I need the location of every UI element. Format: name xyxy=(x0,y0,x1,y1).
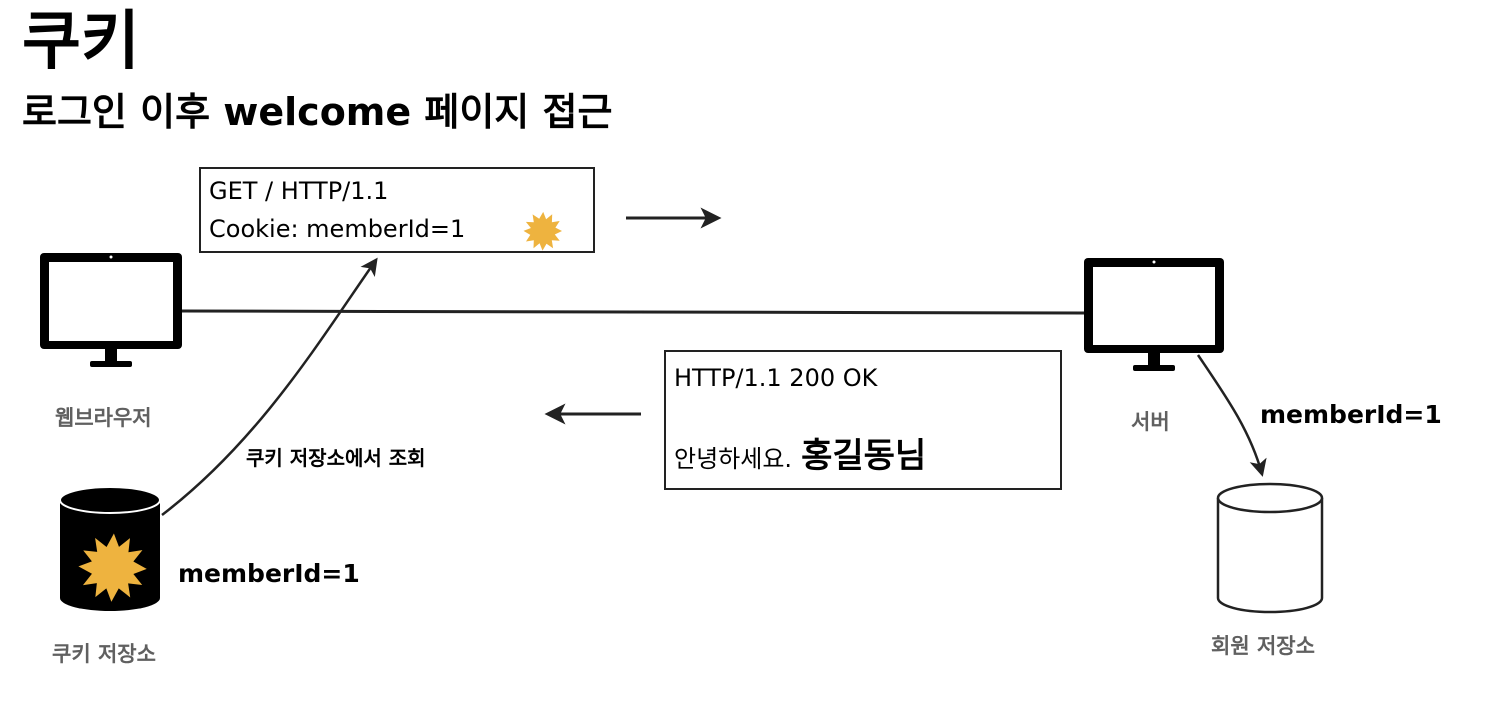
browser-monitor-icon xyxy=(40,253,182,367)
response-message-box: HTTP/1.1 200 OK 안녕하세요. 홍길동님 xyxy=(664,350,1062,490)
cookie-lookup-label: 쿠키 저장소에서 조회 xyxy=(246,446,426,470)
member-store-cylinder-icon xyxy=(1216,482,1324,614)
connection-line xyxy=(179,309,1085,315)
cookie-lookup-arrow xyxy=(161,257,378,516)
browser-label: 웹브라우저 xyxy=(55,406,152,430)
server-monitor-icon xyxy=(1084,258,1224,371)
request-line: GET / HTTP/1.1 xyxy=(209,177,389,205)
cookie-member-id-label: memberId=1 xyxy=(178,559,360,588)
page-title: 쿠키 xyxy=(22,5,140,79)
request-message-box: GET / HTTP/1.1 Cookie: memberId=1 xyxy=(199,167,595,253)
cookie-burst-icon xyxy=(76,531,150,605)
server-label: 서버 xyxy=(1131,410,1170,434)
cookie-store-label: 쿠키 저장소 xyxy=(52,642,156,666)
server-member-id-label: memberId=1 xyxy=(1260,400,1442,429)
request-cookie-header: Cookie: memberId=1 xyxy=(209,215,466,243)
response-member-name: 홍길동님 xyxy=(801,436,927,476)
cookie-burst-icon xyxy=(523,211,562,251)
response-status-line: HTTP/1.1 200 OK xyxy=(674,364,878,392)
server-to-store-arrow xyxy=(1196,354,1267,477)
response-greeting: 안녕하세요. xyxy=(674,445,793,473)
response-body: 안녕하세요. 홍길동님 xyxy=(674,434,926,484)
page-subtitle: 로그인 이후 welcome 페이지 접근 xyxy=(22,90,613,134)
member-store-label: 회원 저장소 xyxy=(1211,634,1315,658)
